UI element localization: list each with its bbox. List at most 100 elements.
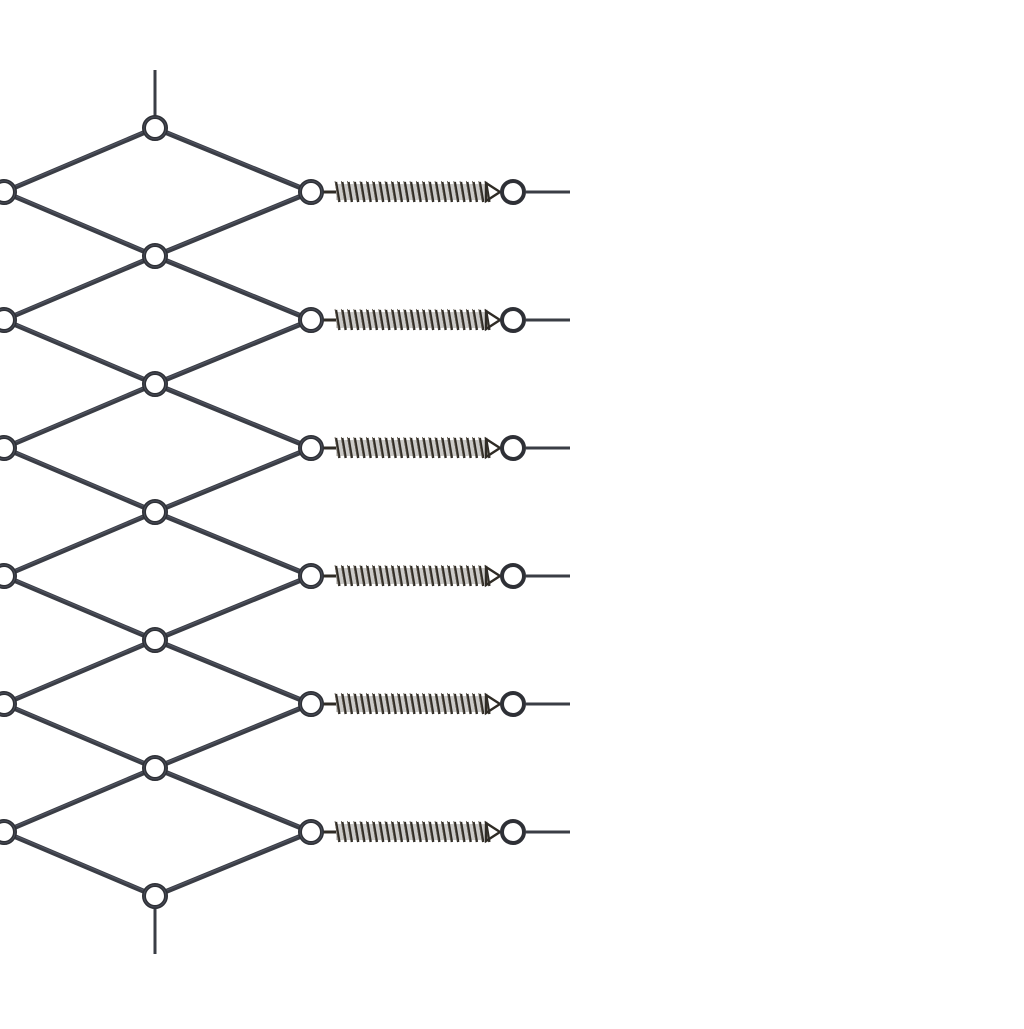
springs-layer (323, 180, 570, 844)
spring-hook-5 (484, 820, 503, 844)
right-joint-1-highlight (299, 308, 323, 332)
spring-coil-highlight-3 (334, 564, 489, 586)
rod-right-up-0-highlight (154, 126, 312, 192)
center-joint-5-highlight (143, 756, 167, 780)
rod-right-down-0-highlight (154, 190, 312, 256)
rod-left-up-0 (1, 125, 158, 195)
rod-left-up-3-highlight (3, 510, 156, 576)
rod-right-up-0 (152, 125, 314, 195)
rod-right-up-3 (152, 509, 314, 579)
rod-right-up-2 (152, 381, 314, 451)
rod-right-up-1-highlight (154, 254, 312, 320)
rod-right-down-3 (152, 573, 314, 643)
rod-left-down-0-highlight (3, 190, 156, 256)
rod-right-down-1 (152, 317, 314, 387)
rod-left-down-4-highlight (3, 702, 156, 768)
rod-right-up-5-highlight (154, 766, 312, 832)
rod-right-down-2-highlight (154, 446, 312, 512)
left-joint-5-highlight (0, 820, 16, 844)
left-joint-0 (0, 179, 17, 205)
rod-left-down-3-highlight (3, 574, 156, 640)
rod-left-up-3 (1, 509, 158, 579)
spring-coil-4 (334, 693, 491, 715)
rod-right-down-4-highlight (154, 702, 312, 768)
right-joint-4-highlight (299, 692, 323, 716)
rod-left-up-4 (1, 637, 158, 707)
rod-left-up-0-highlight (3, 126, 156, 192)
right-joint-5-highlight (299, 820, 323, 844)
rod-left-up-5-highlight (3, 766, 156, 832)
rod-right-down-1-highlight (154, 318, 312, 384)
rod-right-up-3-highlight (154, 510, 312, 576)
rod-right-down-0 (152, 189, 314, 259)
spring-coil-1 (334, 309, 491, 331)
rod-left-down-2 (1, 445, 158, 515)
spring-hook-3 (484, 564, 503, 588)
rod-left-up-2 (1, 381, 158, 451)
left-joint-3 (0, 563, 17, 589)
spring-hook-1 (484, 308, 503, 332)
rod-right-up-1 (152, 253, 314, 323)
spring-hook-4 (484, 692, 503, 716)
spring-coil-highlight-4 (334, 692, 489, 714)
spring-hook-2 (484, 436, 503, 460)
rod-left-up-1-highlight (3, 254, 156, 320)
rod-right-down-5 (152, 829, 314, 899)
center-joint-1-highlight (143, 244, 167, 268)
rod-left-down-0 (1, 189, 158, 259)
center-joint-4-highlight (143, 628, 167, 652)
left-joint-5 (0, 819, 17, 845)
left-joint-1 (0, 307, 17, 333)
left-joint-0-highlight (0, 180, 16, 204)
rod-left-up-1 (1, 253, 158, 323)
rod-left-up-4-highlight (3, 638, 156, 704)
left-joint-2 (0, 435, 17, 461)
left-joint-3-highlight (0, 564, 16, 588)
rings-layer (0, 115, 526, 909)
center-joint-3-highlight (143, 500, 167, 524)
center-joint-0-highlight (143, 116, 167, 140)
rod-left-down-3 (1, 573, 158, 643)
rod-right-up-4 (152, 637, 314, 707)
spring-end-ring-3 (500, 563, 526, 589)
rod-left-up-2-highlight (3, 382, 156, 448)
right-joint-0-highlight (299, 180, 323, 204)
rod-left-down-1-highlight (3, 318, 156, 384)
left-joint-4-highlight (0, 692, 16, 716)
right-joint-3-highlight (299, 564, 323, 588)
spring-end-ring-2 (500, 435, 526, 461)
left-joint-1-highlight (0, 308, 16, 332)
left-joint-2-highlight (0, 436, 16, 460)
spring-coil-highlight-0 (334, 180, 489, 202)
rod-right-up-2-highlight (154, 382, 312, 448)
rod-right-down-4 (152, 701, 314, 771)
rod-right-down-5-highlight (154, 830, 312, 896)
rod-right-down-2 (152, 445, 314, 515)
spring-end-ring-5 (500, 819, 526, 845)
spring-coil-highlight-2 (334, 436, 489, 458)
center-joint-6-highlight (143, 884, 167, 908)
spring-end-ring-1 (500, 307, 526, 333)
rod-left-down-5 (1, 829, 158, 899)
spring-coil-3 (334, 565, 491, 587)
rod-left-down-4 (1, 701, 158, 771)
rod-left-down-5-highlight (3, 830, 156, 896)
rod-left-down-2-highlight (3, 446, 156, 512)
spring-end-ring-0 (500, 179, 526, 205)
spring-coil-0 (334, 181, 491, 203)
spring-hook-0 (484, 180, 503, 204)
rod-left-down-1 (1, 317, 158, 387)
spring-coil-highlight-1 (334, 308, 489, 330)
right-joint-2-highlight (299, 436, 323, 460)
center-joint-2-highlight (143, 372, 167, 396)
rod-right-down-3-highlight (154, 574, 312, 640)
spring-coil-2 (334, 437, 491, 459)
spring-coil-5 (334, 821, 491, 843)
rod-right-up-5 (152, 765, 314, 835)
rod-left-up-5 (1, 765, 158, 835)
spring-coil-highlight-5 (334, 820, 489, 842)
spring-end-ring-4 (500, 691, 526, 717)
rods-layer (1, 70, 314, 954)
